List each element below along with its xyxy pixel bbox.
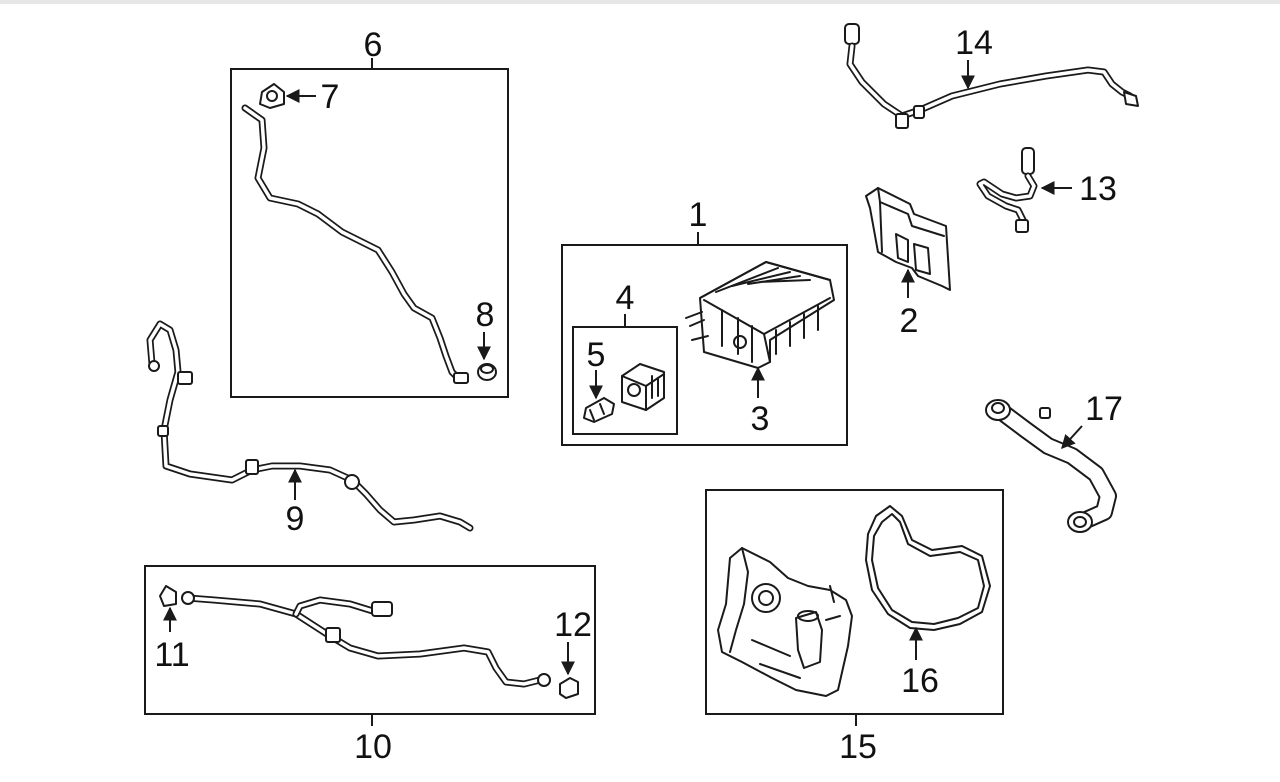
callout-12: 12: [554, 606, 592, 644]
callout-9: 9: [286, 500, 305, 538]
callout-2: 2: [900, 302, 919, 340]
part-4-valve[interactable]: [621, 363, 665, 411]
part-12-clip[interactable]: [559, 677, 579, 699]
part-5-fitting[interactable]: [583, 397, 615, 423]
part-11-clip[interactable]: [159, 585, 177, 607]
callout-16: 16: [901, 662, 939, 700]
part-14-sensor-cable[interactable]: [844, 23, 1139, 129]
part-8-cap[interactable]: [477, 363, 497, 381]
callout-10: 10: [354, 728, 392, 766]
callout-3: 3: [751, 400, 770, 438]
part-3-canister[interactable]: [685, 261, 835, 369]
group-box-1: [561, 244, 848, 446]
part-2-shield[interactable]: [865, 187, 951, 291]
top-border: [0, 0, 1280, 4]
group-box-15: [705, 489, 1004, 715]
callout-15: 15: [839, 728, 877, 766]
part-17-hose[interactable]: [985, 399, 1117, 533]
callout-11: 11: [154, 636, 189, 674]
part-6-vapor-tube[interactable]: [241, 104, 469, 384]
group-box-10: [144, 565, 596, 715]
part-7-connector[interactable]: [259, 83, 285, 109]
callout-17: 17: [1085, 390, 1123, 428]
part-16-gasket[interactable]: [865, 505, 991, 631]
callout-13: 13: [1079, 170, 1117, 208]
leader-17: [1061, 425, 1083, 450]
part-15-cover[interactable]: [717, 547, 853, 697]
callout-6: 6: [364, 26, 383, 64]
part-13-sensor[interactable]: [976, 147, 1038, 233]
callout-14: 14: [955, 24, 993, 62]
callout-7: 7: [321, 78, 340, 116]
callout-5: 5: [587, 336, 606, 374]
group-box-6: [230, 68, 509, 398]
part-10-tube[interactable]: [181, 591, 551, 688]
part-9-tube[interactable]: [146, 320, 474, 532]
callout-1: 1: [689, 196, 708, 234]
callout-8: 8: [476, 296, 495, 334]
callout-4: 4: [616, 279, 635, 317]
